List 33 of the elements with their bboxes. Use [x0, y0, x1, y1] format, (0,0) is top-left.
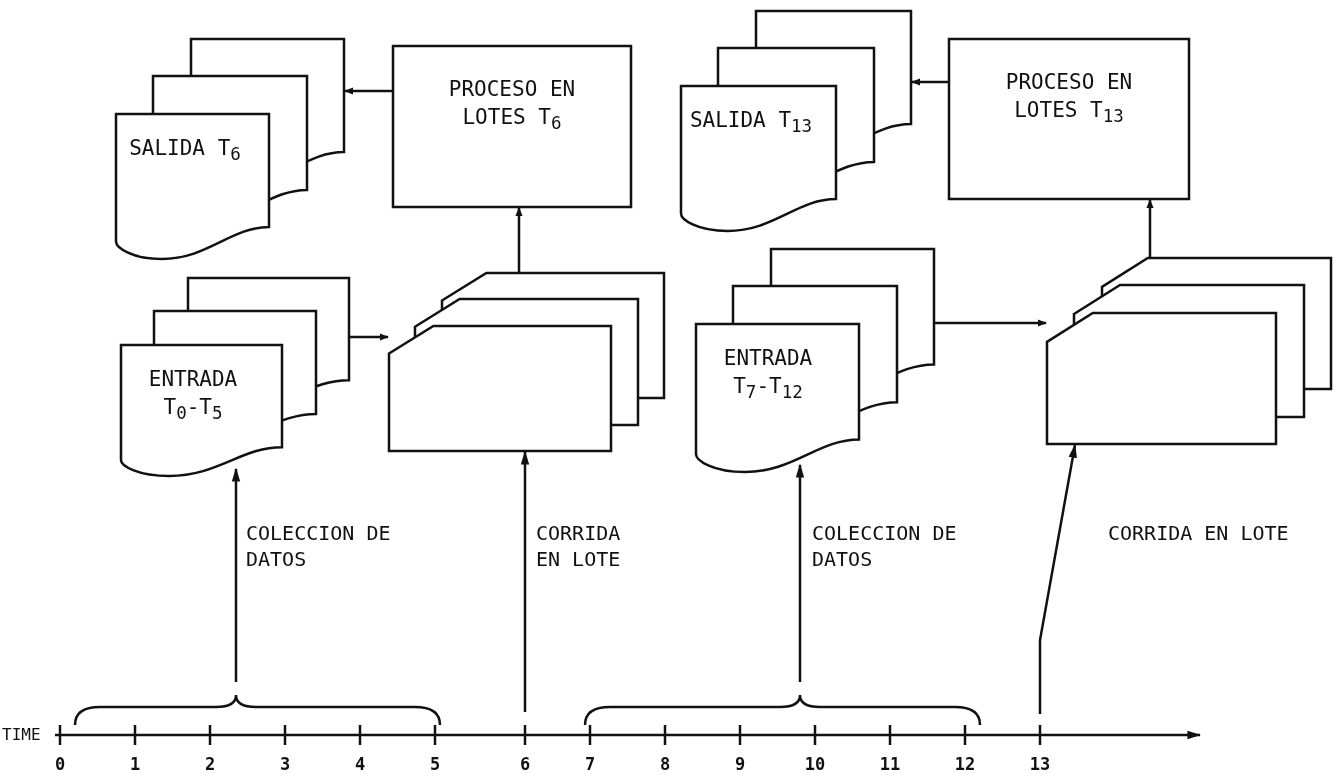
arrow: [1146, 199, 1154, 257]
document-label: ENTRADA T$_{7}$-T$_{12}$: [722, 345, 814, 405]
tick-label: 4: [353, 753, 367, 776]
edge-label: COLECCION DE DATOS: [246, 520, 392, 572]
edge-label: CORRIDA EN LOTE: [536, 520, 622, 572]
tick-label: 10: [803, 753, 827, 776]
edge-label: CORRIDA EN LOTE: [1108, 520, 1290, 546]
arrow: [350, 333, 389, 341]
tick-label: 9: [733, 753, 747, 776]
document-label: SALIDA T$_{6}$: [128, 135, 242, 167]
arrow: [935, 319, 1047, 327]
tick-label: 5: [428, 753, 442, 776]
tick-label: 2: [203, 753, 217, 776]
tick-label: 3: [278, 753, 292, 776]
tick-label: 11: [878, 753, 902, 776]
edge-label: COLECCION DE DATOS: [812, 520, 958, 572]
document-label: SALIDA T$_{13}$: [688, 107, 814, 139]
tick-label: 8: [658, 753, 672, 776]
tick-label: 6: [518, 753, 532, 776]
arrow: [911, 78, 948, 86]
arrow: [344, 87, 392, 95]
process-label: PROCESO EN LOTES T$_{6}$: [447, 76, 577, 136]
tick-label: 0: [53, 753, 67, 776]
tick-label: 1: [128, 753, 142, 776]
axis-title: TIME: [2, 724, 41, 746]
tick-label: 7: [583, 753, 597, 776]
arrow: [231, 467, 241, 682]
tick-label: 12: [953, 753, 977, 776]
document-label: ENTRADA T$_{0}$-T$_{5}$: [147, 366, 239, 426]
arrow: [515, 207, 523, 272]
process-label: PROCESO EN LOTES T$_{13}$: [1004, 69, 1134, 129]
arrow: [795, 463, 805, 682]
tick-label: 13: [1028, 753, 1052, 776]
